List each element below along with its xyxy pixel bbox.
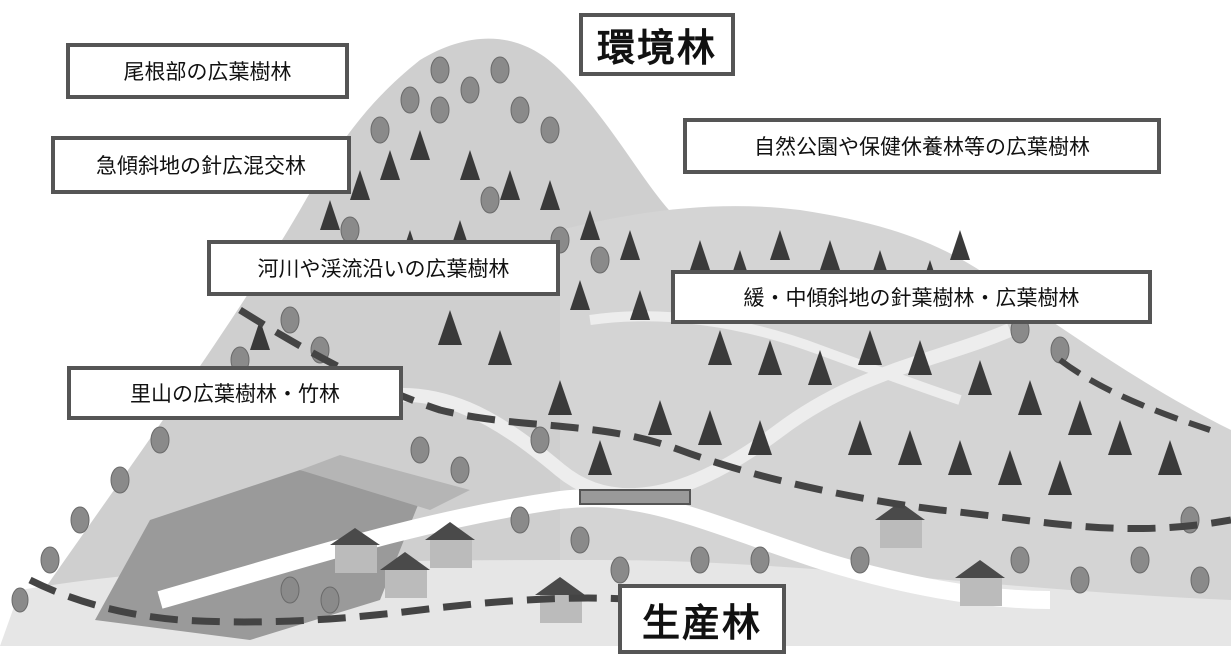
title-production-forest: 生産林 — [618, 584, 786, 654]
road-upper — [589, 311, 962, 405]
label-steep-mixed-forest: 急傾斜地の針広混交林 — [51, 136, 351, 194]
houses — [330, 502, 1005, 623]
label-gentle-slope-forest: 緩・中傾斜地の針葉樹林・広葉樹林 — [671, 270, 1152, 324]
label-river-broadleaf: 河川や渓流沿いの広葉樹林 — [207, 240, 560, 296]
label-satoyama-bamboo: 里山の広葉樹林・竹林 — [67, 366, 403, 420]
label-ridge-broadleaf: 尾根部の広葉樹林 — [66, 43, 349, 99]
boundary-line-right — [1058, 357, 1211, 433]
label-park-broadleaf: 自然公園や保健休養林等の広葉樹林 — [683, 118, 1161, 174]
bridge — [579, 489, 691, 505]
boundary-line-lower — [28, 576, 641, 626]
title-environmental-forest: 環境林 — [579, 13, 735, 76]
broadleaf-trees — [11, 56, 1210, 614]
upper-field — [300, 455, 470, 510]
hill-left — [30, 38, 690, 611]
